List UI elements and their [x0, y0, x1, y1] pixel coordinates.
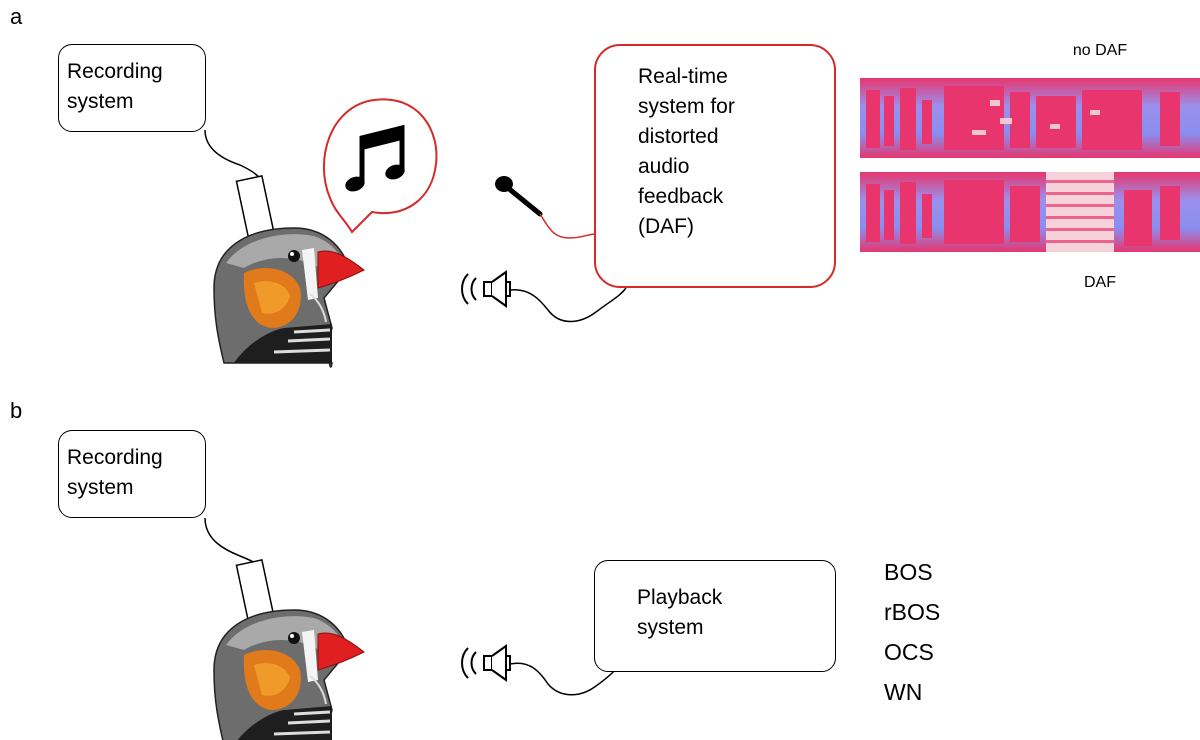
recording-system-box-a: Recording system	[58, 44, 206, 132]
daf-system-box: Real-time system for distorted audio fee…	[594, 44, 836, 288]
spectrogram-no-daf	[860, 78, 1200, 158]
spectrogram-daf	[860, 172, 1200, 252]
speaker-icon	[461, 271, 511, 307]
recording-system-label-b: Recording system	[67, 446, 163, 499]
song-speech-bubble	[322, 98, 438, 234]
recording-system-label-a: Recording system	[67, 60, 163, 113]
zebra-finch-icon	[212, 226, 366, 369]
microphone-icon	[495, 176, 543, 217]
headstage-b	[235, 559, 275, 621]
playback-system-label: Playback system	[637, 586, 723, 639]
recording-system-box-b: Recording system	[58, 430, 206, 518]
no-daf-label: no DAF	[1072, 42, 1128, 59]
stimulus-list: BOS rBOS OCS WN	[884, 552, 940, 712]
speaker-icon-b	[461, 645, 511, 681]
microphone-cable	[539, 213, 597, 239]
stimulus-rbos: rBOS	[884, 599, 941, 625]
stimulus-ocs: OCS	[884, 639, 934, 665]
speaker-cable-a	[509, 287, 627, 323]
music-note-icon	[345, 124, 405, 192]
recording-cable-a	[204, 129, 263, 185]
zebra-finch-icon-b	[212, 608, 366, 740]
headstage-a	[235, 175, 275, 237]
stimulus-bos: BOS	[884, 559, 933, 585]
playback-system-box: Playback system	[594, 560, 836, 672]
stimulus-wn: WN	[884, 679, 923, 705]
daf-system-label: Real-time system for distorted audio fee…	[638, 65, 735, 238]
panel-a-letter: a	[10, 4, 23, 29]
panel-b-letter: b	[10, 398, 23, 423]
daf-label: DAF	[1084, 274, 1116, 291]
speaker-cable-b	[509, 662, 621, 696]
